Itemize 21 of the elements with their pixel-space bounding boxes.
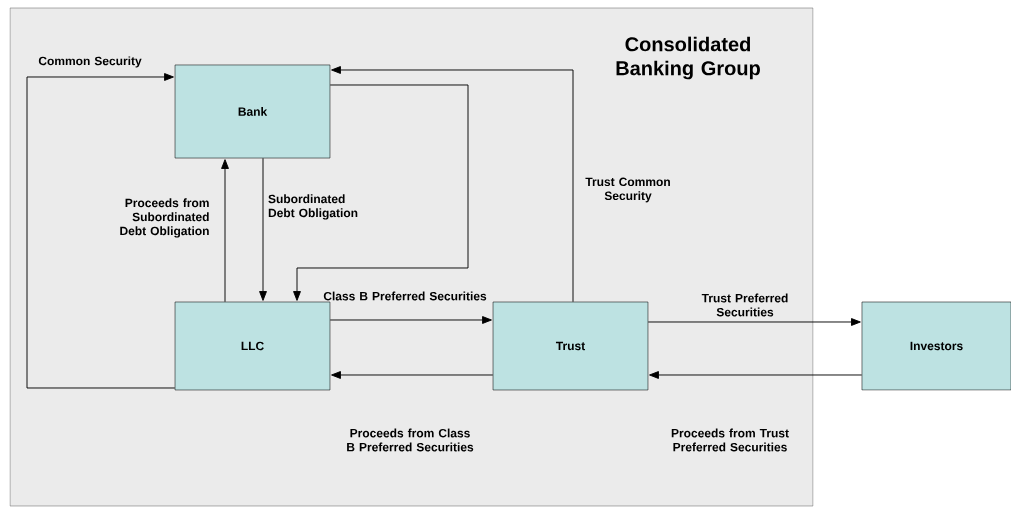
arrow (259, 157, 267, 301)
entity-box: Trust (492, 301, 649, 391)
edge-label: Trust Preferred Securities (701, 293, 788, 317)
edge-label: Common Security (38, 56, 142, 68)
arrow (331, 371, 494, 379)
arrow (331, 66, 574, 303)
arrow (329, 316, 492, 324)
entity-box: LLC (174, 301, 331, 391)
entity-box: Investors (861, 301, 1011, 391)
edge-label: Proceeds from Class B Preferred Securities (347, 428, 474, 452)
arrow (26, 73, 176, 389)
edge-label: Trust Common Security (585, 177, 670, 203)
edge-label: Proceeds from Trust Preferred Securities (671, 428, 789, 452)
arrow (647, 318, 861, 326)
edge-label: Class B Preferred Securities (323, 291, 487, 301)
entity-box: Bank (174, 64, 331, 159)
edge-label: Proceeds from Subordinated Debt Obligation (120, 198, 209, 238)
arrow (293, 84, 469, 301)
edge-label: Subordinated Debt Obligation (268, 194, 358, 220)
arrow (649, 371, 863, 379)
arrow (221, 159, 229, 303)
